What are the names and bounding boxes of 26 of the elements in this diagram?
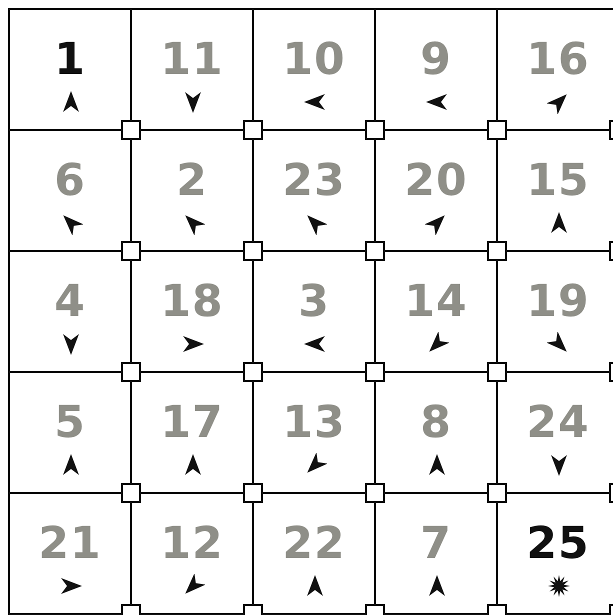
cell-number: 20: [404, 159, 468, 203]
cell-number: 10: [282, 38, 346, 82]
cell-number: 2: [176, 159, 208, 203]
grid-cell: [8, 8, 132, 131]
cell-number: 12: [160, 522, 224, 566]
cell-number: 13: [282, 401, 346, 445]
cell-number: 1: [54, 38, 86, 82]
cell-number: 17: [160, 401, 224, 445]
cell-number: 14: [404, 280, 468, 324]
cell-number: 16: [526, 38, 590, 82]
cell-number: 3: [298, 280, 330, 324]
cell-number: 6: [54, 159, 86, 203]
cell-number: 19: [526, 280, 590, 324]
cell-number: 8: [420, 401, 452, 445]
cell-number: 21: [38, 522, 102, 566]
cell-number: 25: [526, 522, 590, 566]
cell-number: 22: [282, 522, 346, 566]
cell-number: 5: [54, 401, 86, 445]
cell-number: 7: [420, 522, 452, 566]
cell-number: 24: [526, 401, 590, 445]
cell-number: 11: [160, 38, 224, 82]
cell-number: 4: [54, 280, 86, 324]
cell-number: 18: [160, 280, 224, 324]
cell-number: 15: [526, 159, 590, 203]
cell-number: 9: [420, 38, 452, 82]
cell-number: 23: [282, 159, 346, 203]
